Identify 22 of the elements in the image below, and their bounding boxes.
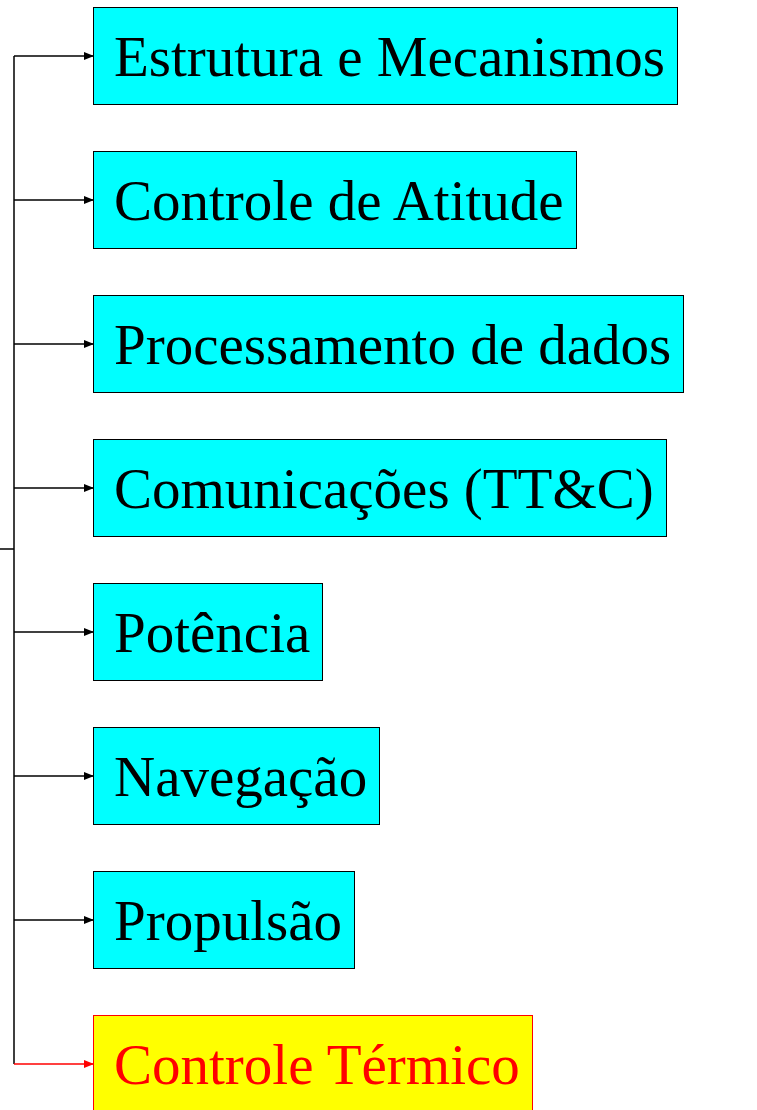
arrow (13, 484, 94, 492)
category-box (93, 439, 667, 537)
arrow (13, 340, 94, 348)
arrow (13, 52, 94, 60)
category-box (93, 583, 324, 681)
box-label: Processamento de dados (114, 315, 672, 373)
box-label: Estrutura e Mecanismos (114, 27, 665, 85)
category-box (93, 727, 381, 825)
box-label: Potência (114, 603, 311, 661)
category-box (93, 871, 355, 969)
box-label: Controle Térmico (114, 1035, 520, 1093)
category-box (93, 1015, 533, 1110)
category-box (93, 151, 577, 249)
box-label: Controle de Atitude (114, 171, 564, 229)
arrow (13, 196, 94, 204)
arrow (13, 772, 94, 780)
connector-trunk (0, 55, 15, 1065)
arrow (13, 916, 94, 924)
arrow (13, 628, 94, 636)
category-box (93, 7, 678, 105)
category-box (93, 295, 685, 393)
arrow (13, 1060, 94, 1068)
